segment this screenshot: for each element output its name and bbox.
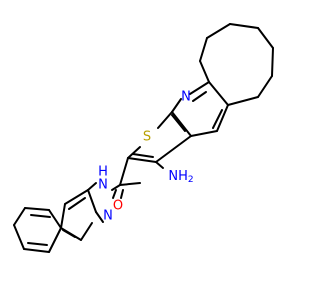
amide-hydrogen-label: H — [98, 165, 108, 180]
bond — [27, 242, 48, 246]
bond — [95, 211, 104, 223]
bond — [112, 189, 117, 199]
bond — [208, 81, 229, 106]
bond — [155, 135, 192, 163]
bond — [157, 111, 173, 129]
bond — [60, 203, 66, 229]
amine-label: NH2 — [168, 169, 193, 186]
bond — [13, 224, 25, 250]
quinoline-benzene-ring — [13, 207, 62, 253]
bond — [127, 146, 141, 159]
bond — [199, 60, 210, 83]
bond — [257, 27, 274, 49]
ring-nitrogen-label: N — [181, 90, 191, 105]
bond — [23, 248, 50, 253]
bond — [271, 47, 274, 77]
bond — [119, 157, 129, 186]
bond — [171, 111, 192, 137]
bond — [171, 114, 186, 132]
carbonyl-oxygen-label: O — [113, 199, 123, 214]
quinoline-pyridine-ring — [60, 189, 104, 241]
molecule-svg: N S NH2 H N O N — [13, 23, 274, 253]
molecule-diagram: N S NH2 H N O N — [13, 23, 274, 253]
bond — [206, 23, 231, 39]
sulfur-label: S — [143, 130, 151, 145]
quinoline-nitrogen-label: N — [103, 209, 113, 224]
bond — [229, 23, 259, 29]
bond — [80, 222, 93, 241]
bond — [127, 157, 157, 163]
thiophene-ring — [127, 111, 192, 163]
amide-group — [87, 157, 141, 199]
bond — [13, 207, 26, 226]
bond — [199, 37, 208, 62]
bond — [212, 109, 223, 129]
bond — [189, 81, 210, 95]
bond — [64, 189, 89, 205]
bond — [48, 227, 62, 253]
bond — [120, 189, 124, 199]
bond — [216, 104, 229, 132]
bond — [190, 130, 218, 137]
bond — [30, 214, 51, 218]
bond — [155, 161, 164, 169]
bond — [119, 182, 141, 186]
bond — [24, 207, 50, 211]
amide-nitrogen-label: N — [98, 178, 108, 193]
bond — [132, 153, 154, 158]
bond — [111, 184, 121, 191]
bond — [171, 98, 182, 113]
bond — [87, 189, 97, 213]
bond — [62, 229, 76, 238]
bond — [48, 209, 62, 229]
pyridine-ring — [171, 81, 229, 137]
bond — [257, 75, 273, 98]
cyclooctane-ring — [199, 23, 274, 106]
bond — [227, 96, 259, 106]
bond — [192, 91, 207, 102]
bond — [68, 197, 86, 210]
bond — [87, 182, 97, 191]
